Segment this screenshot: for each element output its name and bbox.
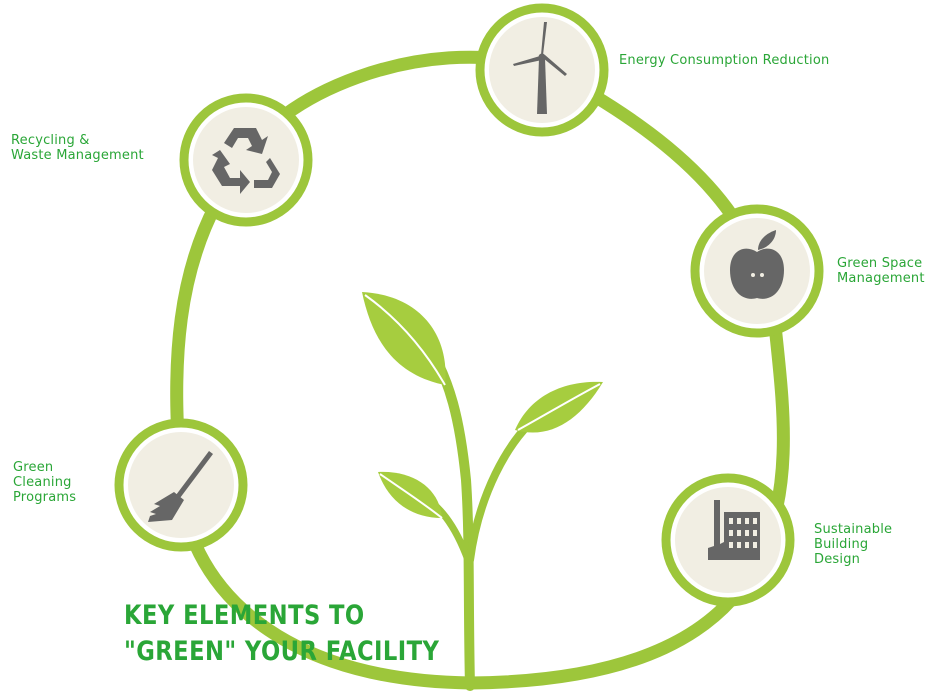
- label-energy: Energy Consumption Reduction: [619, 53, 829, 68]
- node-recycling: [179, 93, 313, 227]
- page-title: KEY ELEMENTS TO "GREEN" YOUR FACILITY: [124, 598, 439, 670]
- label-cleaning-line2: Cleaning: [13, 475, 72, 490]
- leaf-top: [362, 292, 446, 385]
- node-building: [661, 473, 795, 607]
- label-green-space-line1: Green Space: [837, 256, 923, 271]
- broom-icon: [148, 451, 213, 522]
- label-building: Sustainable Building Design: [814, 522, 892, 567]
- node-green-space: [690, 204, 824, 338]
- node-energy: [475, 3, 609, 137]
- plant-sprout: [362, 292, 603, 691]
- wind-turbine-icon: [513, 22, 567, 114]
- label-building-line1: Sustainable: [814, 522, 893, 537]
- label-building-line2: Building: [814, 537, 869, 552]
- node-cleaning: [114, 418, 248, 552]
- label-cleaning-line1: Green: [13, 460, 54, 475]
- label-recycling: Recycling & Waste Management: [11, 133, 144, 163]
- label-building-line3: Design: [814, 552, 861, 567]
- label-green-space: Green Space Management: [837, 256, 925, 286]
- recycle-icon: [212, 128, 280, 194]
- page-title-line2: "GREEN" YOUR FACILITY: [124, 636, 440, 667]
- label-energy-line1: Energy Consumption Reduction: [619, 53, 830, 68]
- label-recycling-line2: Waste Management: [11, 148, 144, 163]
- page-title-line1: KEY ELEMENTS TO: [124, 600, 365, 631]
- factory-icon: [708, 500, 760, 560]
- apple-icon: [730, 230, 784, 299]
- plant-stem: [423, 340, 475, 691]
- label-recycling-line1: Recycling &: [11, 133, 90, 148]
- label-cleaning: Green Cleaning Programs: [13, 460, 76, 505]
- label-cleaning-line3: Programs: [13, 490, 77, 505]
- label-green-space-line2: Management: [837, 271, 925, 286]
